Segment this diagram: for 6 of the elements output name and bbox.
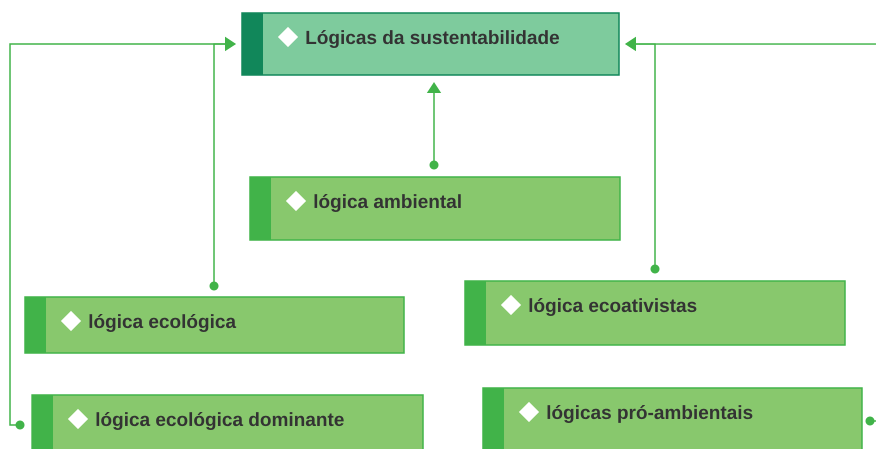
topic-box: lógica ecológica dominante (31, 394, 424, 449)
topic-box: lógica ambiental (249, 176, 621, 241)
topic-box: Lógicas da sustentabilidade (241, 12, 620, 76)
topic-box: lógica ecológica (24, 296, 405, 354)
topic-box: lógicas pró-ambientais (482, 387, 863, 449)
topic-box: lógica ecoativistas (464, 280, 846, 346)
